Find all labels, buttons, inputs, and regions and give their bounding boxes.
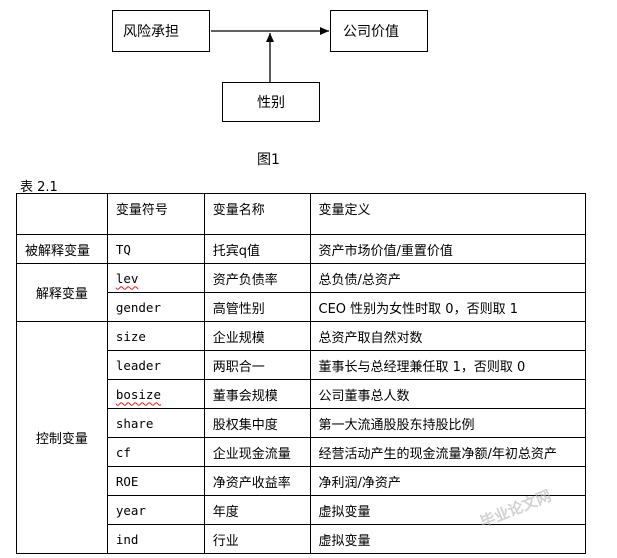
cell-definition: 总负债/总资产 (309, 263, 587, 293)
cell-definition: 经营活动产生的现金流量净额/年初总资产 (309, 437, 587, 467)
header-symbol: 变量符号 (106, 193, 205, 235)
table-row: 被解释变量 TQ 托宾q值 资产市场价值/重置价值 (16, 234, 587, 264)
cell-definition: 资产市场价值/重置价值 (309, 234, 587, 264)
cell-symbol: gender (106, 292, 205, 322)
box-risk-label: 风险承担 (123, 24, 179, 40)
cell-symbol: bosize (106, 379, 205, 409)
table-row: gender 高管性别 CEO 性别为女性时取 0，否则取 1 (17, 292, 587, 322)
cell-definition: 公司董事总人数 (309, 379, 587, 409)
symbol-text: bosize (115, 386, 161, 402)
cell-name: 两职合一 (203, 350, 311, 380)
cell-symbol: TQ (106, 234, 205, 264)
box-gender-label: 性别 (257, 95, 285, 111)
cell-symbol: leader (106, 350, 205, 380)
symbol-text: lev (115, 270, 139, 286)
header-definition: 变量定义 (309, 193, 587, 235)
cell-symbol: ROE (106, 466, 205, 496)
cell-name: 董事会规模 (203, 379, 311, 409)
group-explanatory: 解释变量 (16, 263, 108, 322)
cell-definition: 第一大流通股股东持股比例 (309, 408, 587, 438)
cell-name: 股权集中度 (203, 408, 311, 438)
cell-symbol: lev (106, 263, 205, 293)
cell-name: 年度 (203, 495, 311, 525)
table-row: 控制变量 size 企业规模 总资产取自然对数 (16, 321, 587, 554)
cell-definition: 总资产取自然对数 (309, 321, 587, 351)
cell-symbol: size (106, 321, 205, 351)
header-name: 变量名称 (203, 193, 311, 235)
table-row: share 股权集中度 第一大流通股股东持股比例 (17, 408, 587, 438)
cell-name: 资产负债率 (203, 263, 311, 293)
table-row: cf 企业现金流量 经营活动产生的现金流量净额/年初总资产 (17, 437, 587, 467)
group-explained: 被解释变量 (16, 234, 108, 264)
figure-caption: 图1 (257, 152, 280, 168)
cell-name: 托宾q值 (203, 234, 311, 264)
diagram-arrows (211, 27, 329, 82)
table-caption: 表 2.1 (20, 180, 58, 195)
box-gender: 性别 (222, 82, 320, 122)
table-header-row: 变量符号 变量名称 变量定义 (16, 193, 587, 235)
table-row: year 年度 虚拟变量 (17, 495, 587, 525)
table-row: bosize 董事会规模 公司董事总人数 (17, 379, 587, 409)
cell-name: 高管性别 (203, 292, 311, 322)
cell-symbol: ind (106, 524, 205, 554)
box-risk-taking: 风险承担 (112, 10, 210, 52)
header-blank (16, 193, 108, 235)
cell-symbol: share (106, 408, 205, 438)
table-row: 解释变量 lev 资产负债率 总负债/总资产 (16, 263, 587, 322)
cell-definition: 虚拟变量 (309, 495, 587, 525)
cell-name: 企业现金流量 (203, 437, 311, 467)
table-row: ind 行业 虚拟变量 (17, 524, 587, 554)
box-firm-value: 公司价值 (330, 10, 428, 52)
cell-symbol: cf (106, 437, 205, 467)
table-row: ROE 净资产收益率 净利润/净资产 (17, 466, 587, 496)
variables-table: 变量符号 变量名称 变量定义 被解释变量 TQ 托宾q值 资产市场价值/重置价值… (16, 193, 587, 554)
table-row: leader 两职合一 董事长与总经理兼任取 1，否则取 0 (17, 350, 587, 380)
group-control: 控制变量 (16, 321, 108, 554)
cell-name: 净资产收益率 (203, 466, 311, 496)
cell-definition: CEO 性别为女性时取 0，否则取 1 (309, 292, 587, 322)
cell-definition: 董事长与总经理兼任取 1，否则取 0 (309, 350, 587, 380)
cell-definition: 虚拟变量 (309, 524, 587, 554)
cell-symbol: year (106, 495, 205, 525)
box-value-label: 公司价值 (343, 24, 399, 40)
cell-name: 行业 (203, 524, 311, 554)
cell-name: 企业规模 (203, 321, 311, 351)
